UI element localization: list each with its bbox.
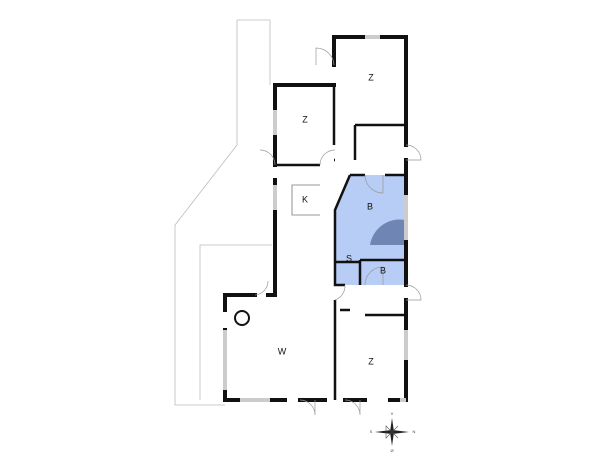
room-label: Z xyxy=(368,72,374,82)
column xyxy=(234,310,250,326)
compass-label: Ø xyxy=(390,448,393,453)
room-label: K xyxy=(302,194,308,204)
room-label: W xyxy=(278,346,287,356)
room-label: B xyxy=(367,201,373,211)
kitchen-counter xyxy=(291,184,320,216)
bathroom-2-area xyxy=(360,260,405,285)
compass-label: N xyxy=(413,429,416,434)
compass-rose-icon: V N Ø S xyxy=(370,411,416,453)
compass-label: S xyxy=(370,429,373,434)
room-label: Z xyxy=(368,356,374,366)
bathroom-area xyxy=(335,175,405,285)
room-label: S xyxy=(346,253,352,263)
shower-area xyxy=(370,219,405,245)
room-label: Z xyxy=(302,114,308,124)
terrace-outline xyxy=(174,19,272,406)
doors xyxy=(254,47,422,416)
interior-walls xyxy=(275,85,406,400)
room-label: B xyxy=(380,265,386,275)
windows xyxy=(223,35,408,402)
compass-label: V xyxy=(391,411,394,416)
